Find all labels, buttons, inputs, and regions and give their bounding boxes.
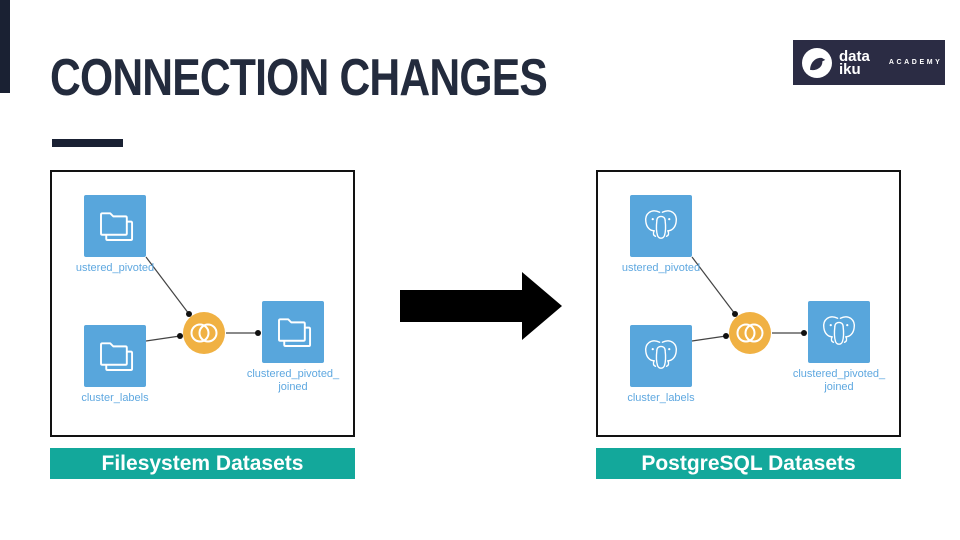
dataset-node-clustered-pivoted — [84, 195, 146, 257]
node-label: ustered_pivoted — [75, 262, 155, 274]
node-label: ustered_pivoted — [621, 262, 701, 274]
dataset-node-clustered-pivoted-joined — [808, 301, 870, 363]
title-underline-dash — [52, 139, 123, 147]
folder-icon — [100, 212, 134, 241]
postgresql-flow-diagram: ustered_pivoted cluster_labels clustered… — [596, 170, 901, 437]
folder-icon — [278, 318, 312, 347]
dataset-node-clustered-pivoted — [630, 195, 692, 257]
postgresql-elephant-icon — [823, 316, 855, 345]
logo-word-line1: data — [839, 47, 870, 65]
node-label: clustered_pivoted_ joined — [769, 368, 899, 394]
left-accent-bar — [0, 0, 10, 93]
node-label-line2: joined — [278, 381, 308, 393]
logo-word-line2: iku — [839, 60, 861, 78]
join-venn-icon — [736, 323, 764, 343]
filesystem-flow-diagram: ustered_pivoted cluster_labels clustered… — [50, 170, 355, 437]
postgresql-elephant-icon — [645, 210, 677, 239]
dataiku-academy-logo: data iku ACADEMY — [793, 40, 945, 85]
join-recipe-node — [183, 312, 225, 354]
filesystem-banner: Filesystem Datasets — [50, 448, 355, 479]
dataset-node-clustered-pivoted-joined — [262, 301, 324, 363]
dataset-node-cluster-labels — [84, 325, 146, 387]
postgresql-banner: PostgreSQL Datasets — [596, 448, 901, 479]
page-title: CONNECTION CHANGES — [50, 49, 548, 107]
node-label: cluster_labels — [627, 392, 695, 404]
join-venn-icon — [190, 323, 218, 343]
filesystem-panel: ustered_pivoted cluster_labels clustered… — [50, 170, 355, 479]
node-label: cluster_labels — [81, 392, 149, 404]
logo-academy-label: ACADEMY — [888, 59, 943, 66]
dataiku-bird-icon — [802, 47, 832, 78]
postgresql-panel: ustered_pivoted cluster_labels clustered… — [596, 170, 901, 479]
node-label-line2: joined — [824, 381, 854, 393]
flow-edges — [145, 256, 261, 342]
node-label-line1: clustered_pivoted_ — [246, 368, 340, 380]
node-label-line1: clustered_pivoted_ — [792, 368, 886, 380]
postgresql-elephant-icon — [645, 340, 677, 369]
logo-wordmark: data iku — [839, 47, 870, 78]
join-recipe-node — [729, 312, 771, 354]
node-label: clustered_pivoted_ joined — [223, 368, 353, 394]
right-arrow-icon — [400, 272, 562, 340]
dataset-node-cluster-labels — [630, 325, 692, 387]
folder-icon — [100, 342, 134, 371]
